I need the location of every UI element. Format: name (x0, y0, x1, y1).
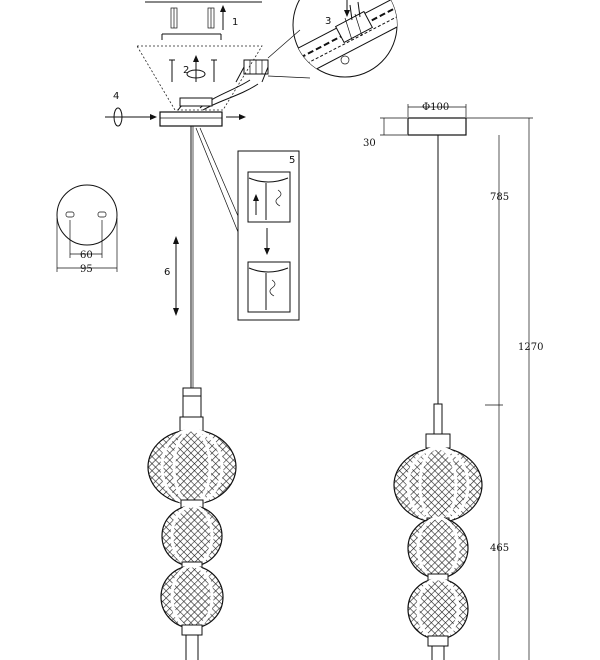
terminal-zoom-detail (292, 0, 398, 78)
rotate-icon (186, 69, 206, 79)
wall-anchor-left (170, 7, 178, 29)
mounting-plate (56, 184, 118, 272)
pendant-lamp-left (147, 387, 237, 660)
step-6-label: 6 (164, 267, 170, 278)
arrow-up-step1-head (220, 5, 226, 12)
plate-diameter-label: 95 (80, 264, 93, 275)
canopy-right (407, 117, 467, 136)
canopy (159, 111, 223, 127)
canopy-dashed-outline (136, 45, 263, 111)
hole-spacing-label: 60 (80, 250, 93, 261)
step-3-label: 3 (325, 16, 331, 27)
canopy-diameter-label: Φ100 (422, 102, 449, 113)
zoom-leader-top (267, 29, 301, 59)
power-wire-2 (202, 83, 259, 111)
step-2-label: 2 (183, 65, 189, 76)
canopy-height-label: 30 (363, 138, 376, 149)
installation-view: 1 2 (56, 0, 398, 660)
height-adjust-arrow-down (173, 308, 179, 316)
wall-anchor-right (207, 7, 215, 29)
pendant-lamp-right (393, 403, 483, 660)
arrow-up-step2-head (193, 55, 199, 62)
twist-icon (113, 107, 123, 127)
step-5-label: 5 (289, 155, 295, 166)
cable-length-label: 785 (490, 192, 509, 203)
arrow-right-out-head (239, 114, 246, 120)
lamp-height-label: 465 (490, 543, 509, 554)
step-1-label: 1 (232, 17, 238, 28)
driver-box (179, 97, 213, 107)
cable-adjust-detail (237, 150, 300, 321)
detail-leader-top (199, 127, 239, 217)
detail-leader-bottom (195, 127, 239, 233)
height-adjust-arrow-up (173, 236, 179, 244)
screw-right (211, 59, 217, 82)
arrow-right-step4-head (150, 114, 157, 120)
screw-left (169, 59, 175, 82)
step-4-label: 4 (113, 91, 119, 102)
terminal-block (235, 59, 269, 83)
mounting-bracket (161, 33, 222, 40)
zoom-leader-bottom (267, 75, 311, 79)
dimension-view: Φ100 30 785 1270 465 (363, 102, 543, 660)
total-height-label: 1270 (518, 342, 543, 353)
